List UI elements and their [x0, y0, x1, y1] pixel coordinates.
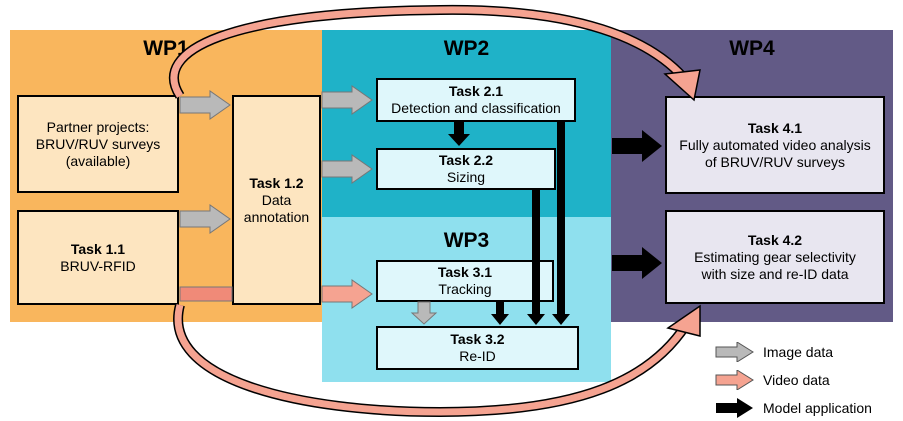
- task-4-2-line-1: Estimating gear selectivity: [694, 248, 856, 265]
- model-arrow-task22-down: [527, 190, 545, 325]
- model-arrow-to-task42: [612, 247, 662, 279]
- model-arrow-task21-to-task22: [448, 122, 470, 146]
- task-3-2-text: Re-ID: [459, 348, 496, 364]
- task-3-1-text: Tracking: [438, 281, 492, 297]
- task-2-1-text: Detection and classification: [391, 100, 561, 116]
- task-3-1-title: Task 3.1: [437, 264, 493, 280]
- legend-video-arrow-icon: [715, 370, 754, 390]
- task-4-1-title: Task 4.1: [747, 119, 803, 136]
- task-3-2-title: Task 3.2: [450, 331, 505, 347]
- wp4-title: WP4: [729, 37, 775, 60]
- partner-line-3: (available): [65, 152, 131, 169]
- task-4-2-box: Task 4.2 Estimating gear selectivity wit…: [665, 210, 885, 304]
- legend-video-label: Video data: [763, 372, 830, 388]
- partner-line-2: BRUV/RUV surveys: [35, 135, 161, 152]
- task-1-2-line-2: annotation: [243, 208, 310, 225]
- legend-video-data: Video data: [715, 370, 830, 390]
- legend-image-arrow-icon: [715, 342, 754, 362]
- task-3-2-box: Task 3.2 Re-ID: [376, 326, 579, 370]
- image-arrow-annotation-to-task21: [321, 85, 373, 115]
- task-1-2-line-1: Data: [261, 191, 292, 208]
- wp3-title: WP3: [443, 229, 490, 252]
- curved-video-arrow-top: [169, 4, 701, 102]
- video-arrow-task11-to-annotation: [179, 286, 233, 302]
- task-4-2-title: Task 4.2: [747, 231, 803, 248]
- curved-video-arrow-bottom: [173, 303, 701, 418]
- task-4-1-line-1: Fully automated video analysis: [679, 136, 871, 153]
- legend-model-application: Model application: [715, 398, 872, 418]
- image-arrow-partner-to-annotation: [179, 90, 231, 120]
- task-2-2-box: Task 2.2 Sizing: [376, 148, 556, 190]
- task-1-2-title: Task 1.2: [249, 174, 304, 191]
- task-3-1-box: Task 3.1 Tracking: [376, 260, 554, 302]
- task-2-1-box: Task 2.1 Detection and classification: [376, 78, 576, 122]
- task-4-1-box: Task 4.1 Fully automated video analysis …: [665, 96, 885, 194]
- legend-image-label: Image data: [763, 344, 834, 360]
- task-4-2-line-2: with size and re-ID data: [701, 265, 849, 282]
- wp2-title: WP2: [443, 37, 490, 60]
- task-1-2-box: Task 1.2 Data annotation: [232, 95, 321, 305]
- video-arrow-annotation-to-task31: [321, 279, 373, 309]
- task-2-1-title: Task 2.1: [448, 83, 504, 99]
- image-arrow-task11-to-annotation: [179, 204, 231, 234]
- legend-model-arrow-icon: [716, 398, 753, 418]
- legend-model-label: Model application: [763, 400, 872, 416]
- partner-projects-box: Partner projects: BRUV/RUV surveys (avai…: [17, 95, 179, 193]
- model-arrow-task31-to-task32: [491, 302, 509, 325]
- wp1-title: WP1: [143, 37, 189, 60]
- image-arrow-annotation-to-task22: [321, 154, 373, 184]
- task-1-1-box: Task 1.1 BRUV-RFID: [17, 210, 179, 305]
- task-4-1-line-2: of BRUV/RUV surveys: [704, 153, 846, 170]
- model-arrow-to-task41: [612, 130, 662, 162]
- legend-image-data: Image data: [715, 342, 833, 362]
- partner-line-1: Partner projects:: [46, 118, 150, 135]
- task-1-1-title: Task 1.1: [70, 240, 126, 257]
- task-1-1-text: BRUV-RFID: [60, 257, 136, 274]
- task-2-2-title: Task 2.2: [438, 152, 494, 168]
- model-arrow-task21-down: [552, 122, 570, 325]
- image-arrow-task31-to-task32: [410, 301, 438, 325]
- task-2-2-text: Sizing: [446, 169, 486, 185]
